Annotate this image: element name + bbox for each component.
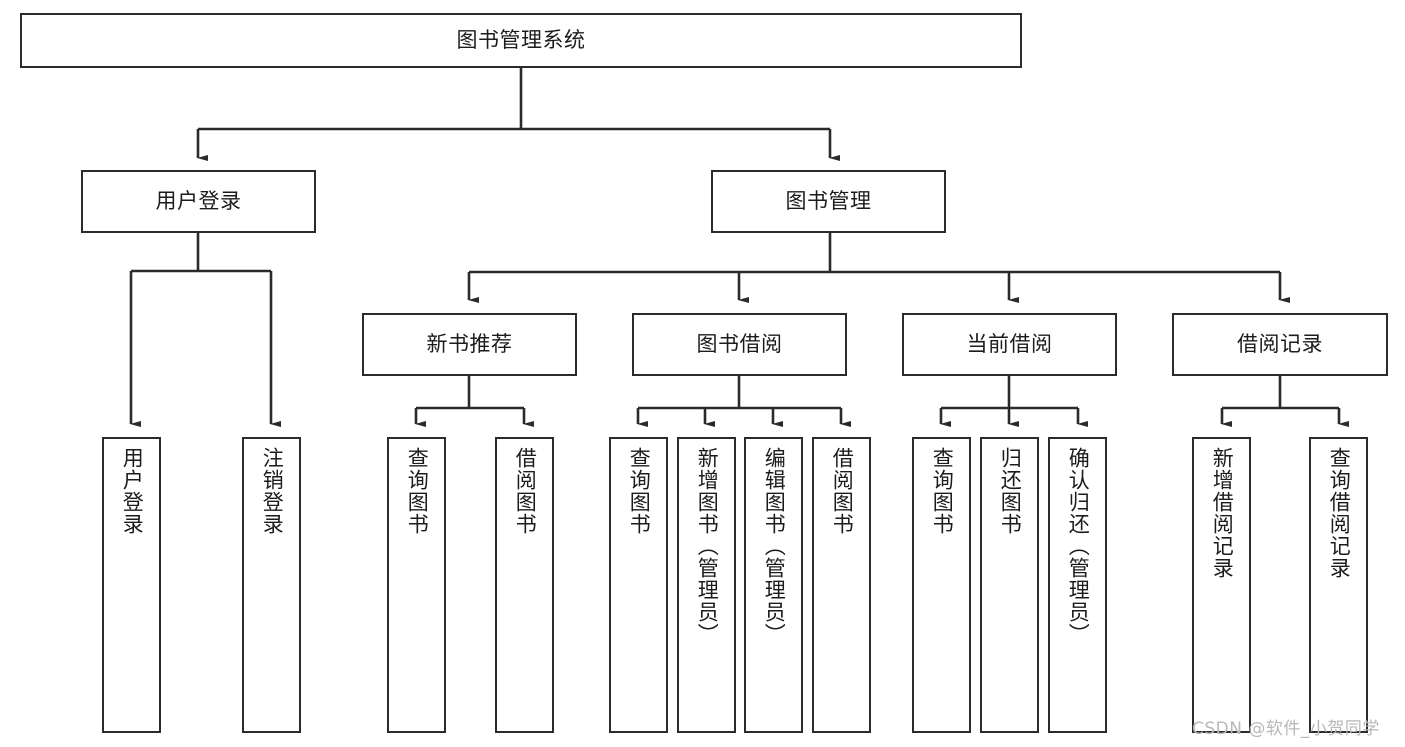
leaf-recommend-borrow-book[interactable]: 借阅图书 <box>495 437 554 733</box>
leaf-user-login-signin[interactable]: 用户登录 <box>102 437 161 733</box>
node-user-login[interactable]: 用户登录 <box>81 170 316 233</box>
node-book-borrow-label: 图书借阅 <box>696 332 783 357</box>
leaf-recommend-query-book[interactable]: 查询图书 <box>387 437 446 733</box>
node-book-borrow[interactable]: 图书借阅 <box>632 313 847 376</box>
leaf-borrow-add-book-admin[interactable]: 新增图书（管理员） <box>677 437 736 733</box>
leaf-label: 查询图书 <box>930 447 955 535</box>
csdn-watermark: CSDN @软件_小贺同学 <box>1192 719 1380 739</box>
node-borrow-record[interactable]: 借阅记录 <box>1172 313 1388 376</box>
leaf-label: 查询图书 <box>405 447 430 535</box>
leaf-label: 确认归还（管理员） <box>1066 447 1091 645</box>
leaf-label: 借阅图书 <box>830 447 855 535</box>
leaf-current-query-book[interactable]: 查询图书 <box>912 437 971 733</box>
leaf-label: 注销登录 <box>260 447 285 535</box>
node-new-book-recommend[interactable]: 新书推荐 <box>362 313 577 376</box>
leaf-label: 查询借阅记录 <box>1327 447 1352 579</box>
leaf-current-return-book[interactable]: 归还图书 <box>980 437 1039 733</box>
leaf-user-login-signout[interactable]: 注销登录 <box>242 437 301 733</box>
node-user-login-label: 用户登录 <box>155 189 242 214</box>
node-new-book-recommend-label: 新书推荐 <box>426 332 513 357</box>
leaf-record-add-record[interactable]: 新增借阅记录 <box>1192 437 1251 733</box>
leaf-label: 新增借阅记录 <box>1210 447 1235 579</box>
leaf-borrow-query-book[interactable]: 查询图书 <box>609 437 668 733</box>
leaf-record-query-record[interactable]: 查询借阅记录 <box>1309 437 1368 733</box>
node-current-borrow-label: 当前借阅 <box>966 332 1053 357</box>
leaf-label: 借阅图书 <box>513 447 538 535</box>
leaf-label: 归还图书 <box>998 447 1023 535</box>
node-root-label: 图书管理系统 <box>456 28 586 53</box>
leaf-label: 编辑图书（管理员） <box>762 447 787 645</box>
node-book-management[interactable]: 图书管理 <box>711 170 946 233</box>
leaf-label: 新增图书（管理员） <box>695 447 720 645</box>
leaf-label: 查询图书 <box>627 447 652 535</box>
leaf-current-confirm-return-admin[interactable]: 确认归还（管理员） <box>1048 437 1107 733</box>
node-borrow-record-label: 借阅记录 <box>1237 332 1323 357</box>
node-root[interactable]: 图书管理系统 <box>20 13 1022 68</box>
leaf-borrow-edit-book-admin[interactable]: 编辑图书（管理员） <box>744 437 803 733</box>
leaf-borrow-borrow-book[interactable]: 借阅图书 <box>812 437 871 733</box>
leaf-label: 用户登录 <box>120 447 145 535</box>
node-book-management-label: 图书管理 <box>785 189 872 214</box>
node-current-borrow[interactable]: 当前借阅 <box>902 313 1117 376</box>
